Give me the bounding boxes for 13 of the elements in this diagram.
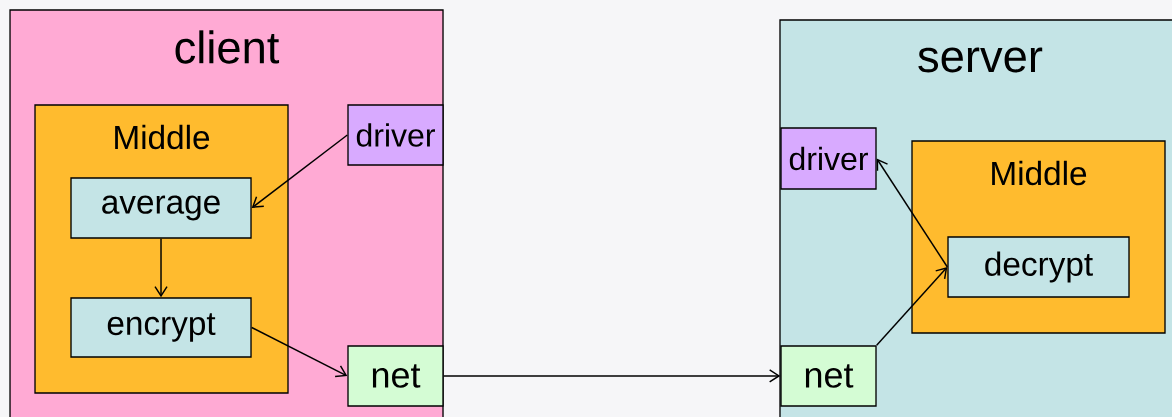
process-box: average <box>70 177 252 239</box>
process-box: encrypt <box>70 297 252 358</box>
driver-box: driver <box>347 104 444 166</box>
arrow <box>442 369 781 383</box>
arrow <box>250 326 348 378</box>
net-box: net <box>347 345 444 407</box>
driver-box: driver <box>780 127 877 190</box>
arrow <box>251 134 349 208</box>
arrow <box>876 158 949 268</box>
arrow <box>875 267 948 347</box>
net-box: net <box>780 345 877 407</box>
arrow <box>154 237 168 298</box>
process-box: decrypt <box>947 236 1130 298</box>
